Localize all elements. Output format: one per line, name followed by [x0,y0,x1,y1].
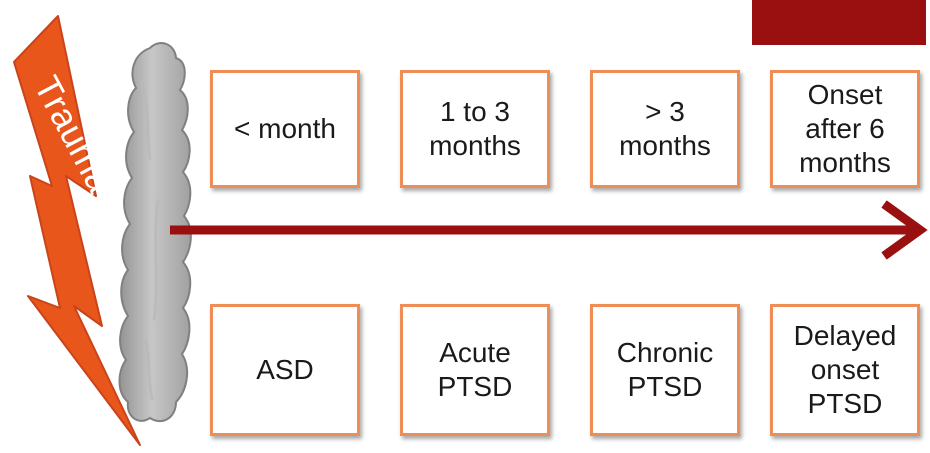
time-period-box: 1 to 3 months [400,70,550,188]
diagnosis-box: ASD [210,304,360,436]
accent-tab [752,0,926,45]
time-period-box: > 3 months [590,70,740,188]
time-period-box: Onset after 6 months [770,70,920,188]
lightning-bolt-icon [13,15,141,446]
diagnosis-box: Delayed onset PTSD [770,304,920,436]
diagnosis-box: Chronic PTSD [590,304,740,436]
time-period-box: < month [210,70,360,188]
fog-cloud-icon [118,42,192,423]
diagnosis-box: Acute PTSD [400,304,550,436]
